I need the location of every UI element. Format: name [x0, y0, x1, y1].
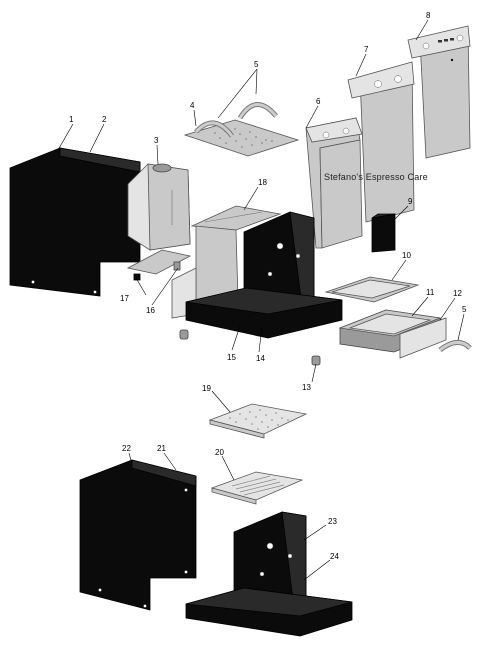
part-front-panel-8 — [407, 25, 471, 159]
part-tray-cover-slotted — [210, 471, 304, 505]
callout-11: 11 — [426, 288, 435, 297]
part-side-cover-lower — [79, 459, 197, 611]
part-handle-top — [194, 102, 278, 138]
part-pump-bracket — [126, 249, 192, 281]
callout-21: 21 — [157, 444, 166, 453]
callout-9: 9 — [408, 197, 413, 206]
callout-13: 13 — [302, 383, 311, 392]
part-front-panel-7 — [347, 61, 415, 223]
callout-22: 22 — [122, 444, 131, 453]
callout-5-top: 5 — [254, 60, 259, 69]
part-foot-16 — [179, 329, 189, 340]
callout-17: 17 — [120, 294, 129, 303]
callout-14: 14 — [256, 354, 265, 363]
callout-18: 18 — [258, 178, 267, 187]
callout-6: 6 — [316, 97, 321, 106]
leader-lines — [57, 19, 465, 581]
callout-23: 23 — [328, 517, 337, 526]
watermark-text: Stefano's Espresso Care — [324, 172, 428, 182]
callout-10: 10 — [402, 251, 411, 260]
callout-15: 15 — [227, 353, 236, 362]
part-handle-right — [438, 340, 472, 353]
part-cup-grate-middle — [208, 403, 308, 439]
callout-2: 2 — [102, 115, 107, 124]
part-drip-tray-front — [399, 317, 447, 359]
part-water-tank — [127, 163, 191, 251]
callout-8: 8 — [426, 11, 431, 20]
part-front-panel-6 — [305, 117, 363, 249]
callout-7: 7 — [364, 45, 369, 54]
part-black-bracket — [371, 213, 396, 253]
callout-1: 1 — [69, 115, 74, 124]
part-chassis-frame-upper — [185, 211, 343, 339]
part-foot-13 — [311, 355, 321, 366]
callout-19: 19 — [202, 384, 211, 393]
callout-3: 3 — [154, 136, 159, 145]
callout-24: 24 — [330, 552, 339, 561]
callout-4: 4 — [190, 101, 195, 110]
part-drip-tray-cover — [324, 276, 420, 303]
callout-12: 12 — [453, 289, 462, 298]
part-side-cover-upper — [9, 147, 141, 297]
callout-16: 16 — [146, 306, 155, 315]
callout-numbers: 1 2 3 4 5 6 7 8 9 10 11 12 5 13 14 15 16… — [69, 11, 467, 561]
callout-20: 20 — [215, 448, 224, 457]
part-chassis-frame-lower — [185, 511, 353, 637]
callout-5-right: 5 — [462, 305, 467, 314]
